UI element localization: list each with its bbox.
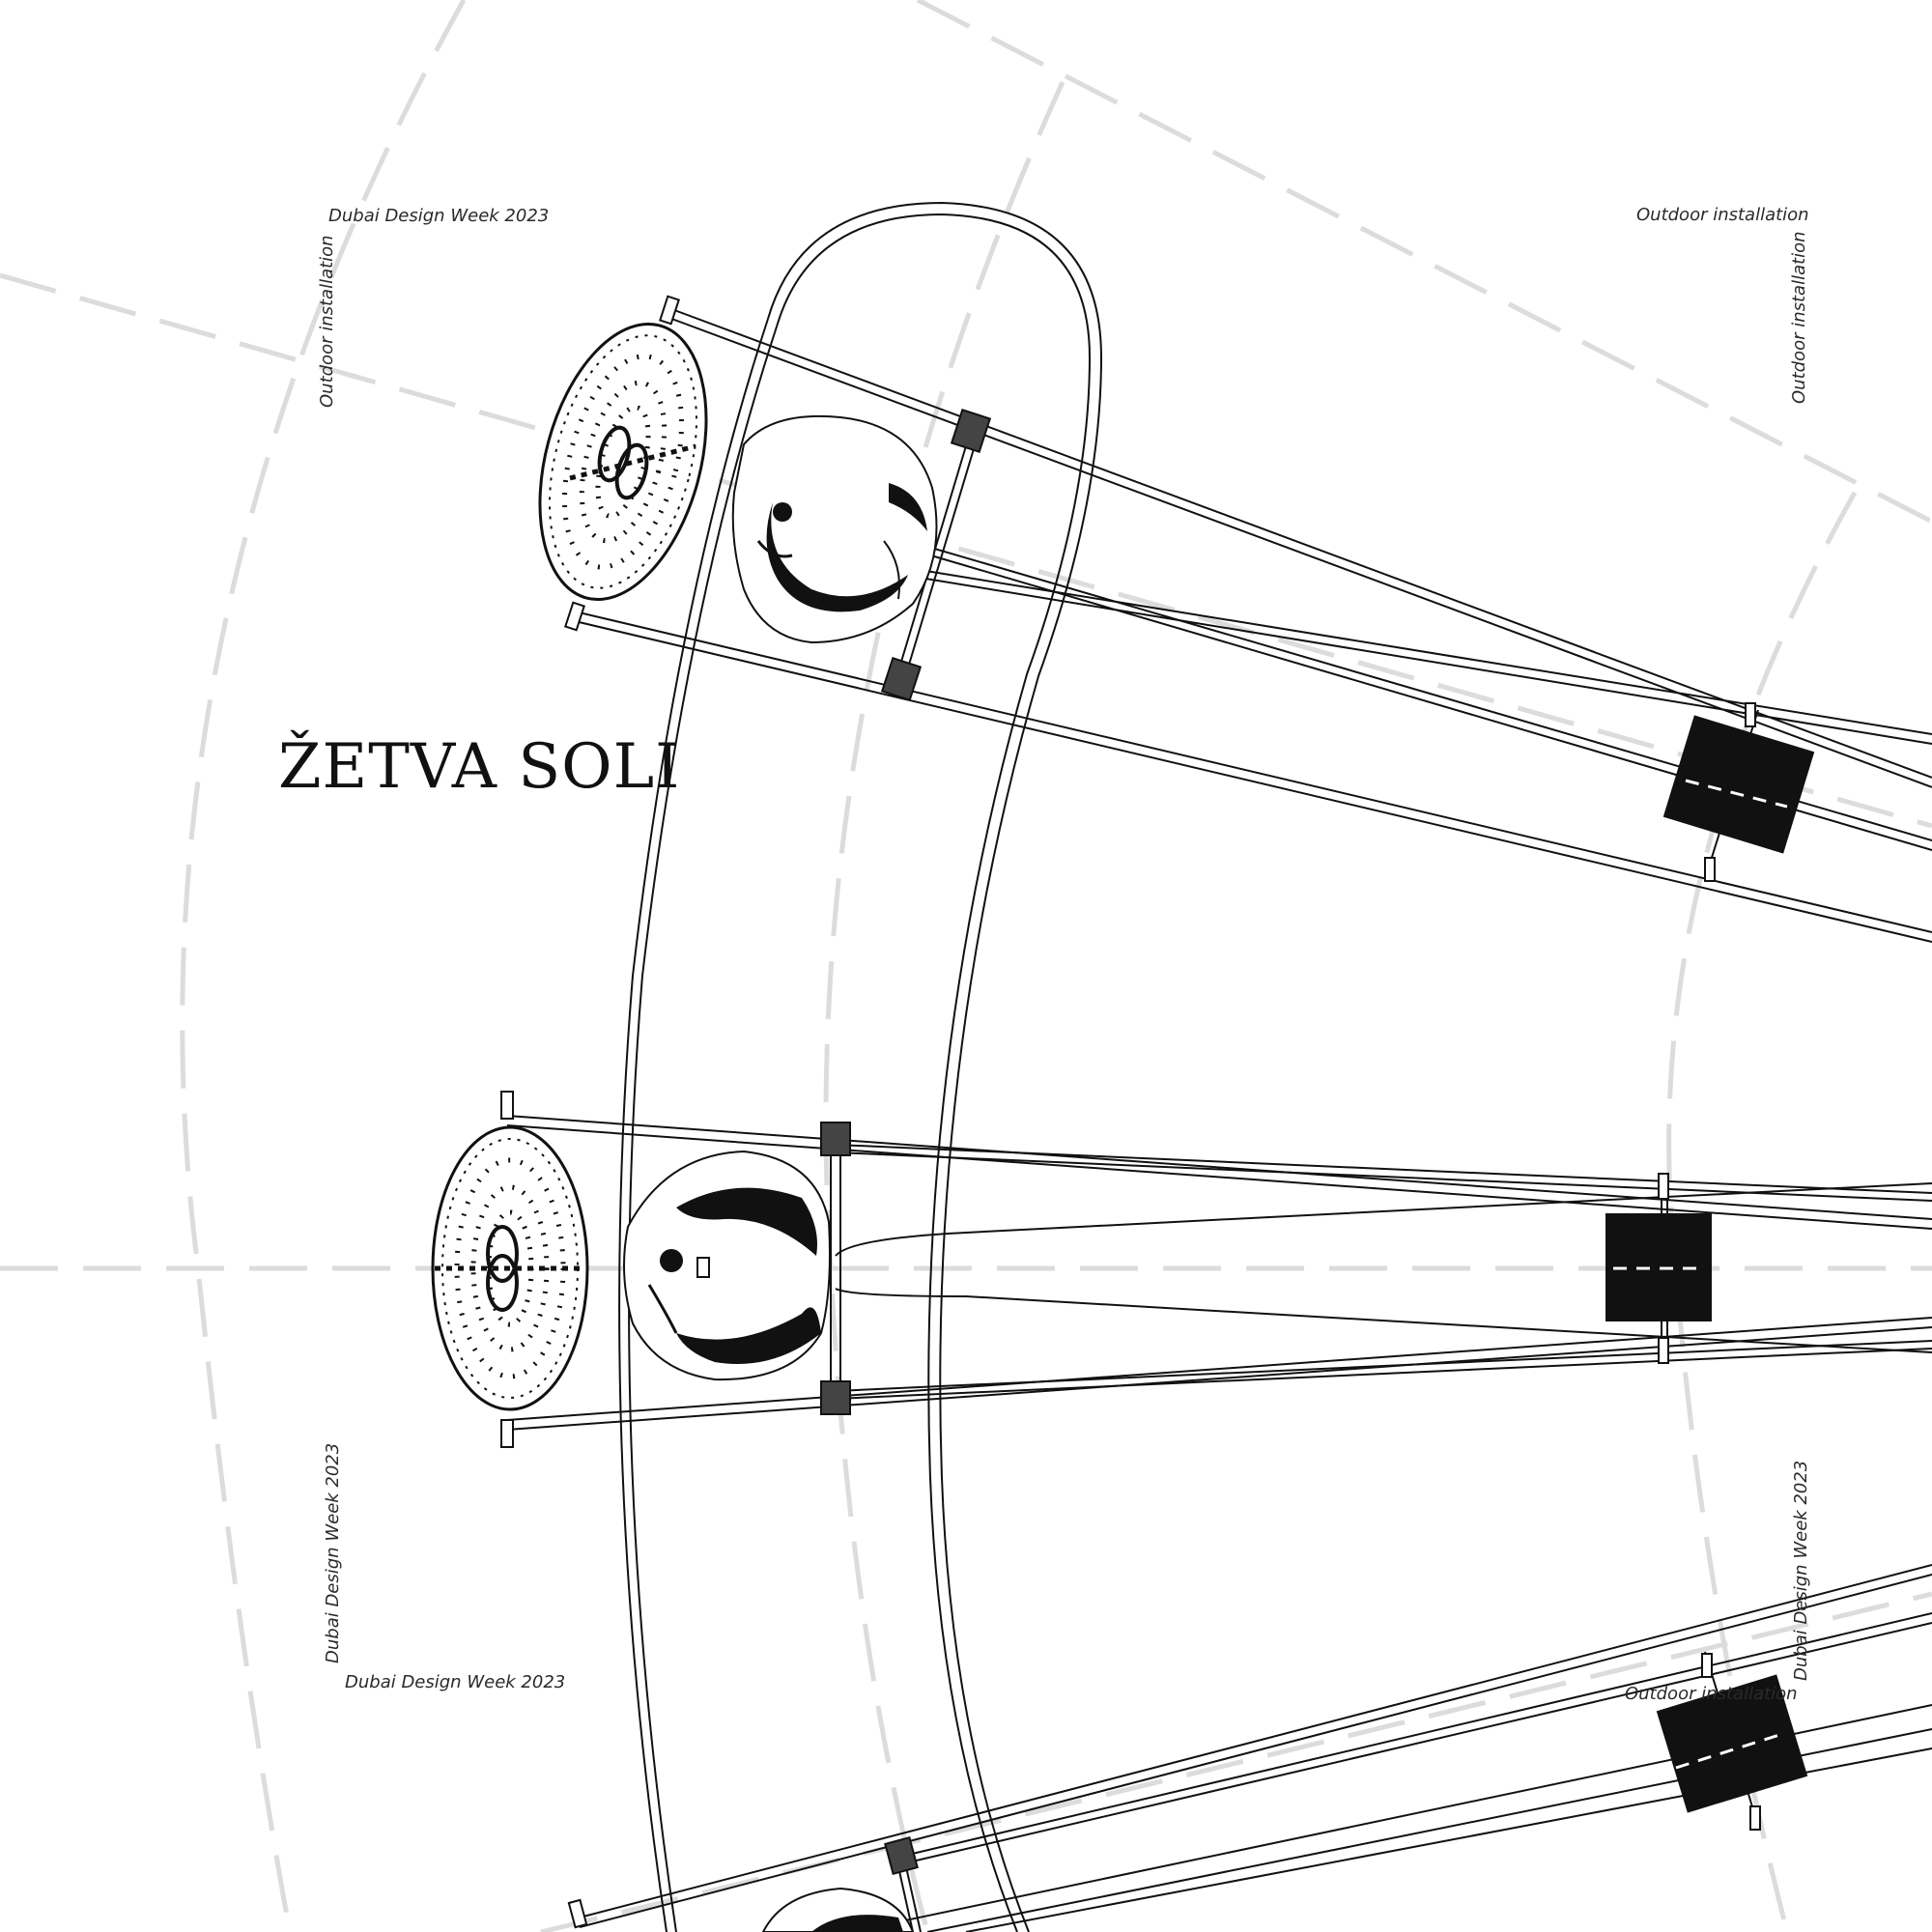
frame-inner-rod (628, 213, 1092, 1932)
bottom-clamps (567, 1835, 919, 1929)
middle-perforated-dish (431, 1125, 589, 1411)
top-solar-panel (1662, 702, 1815, 882)
middle-clamps (500, 1091, 851, 1448)
bottom-collector-unit (567, 1564, 1932, 1932)
main-frame (618, 201, 1103, 1932)
middle-arc-guide (823, 80, 1065, 1932)
label-top-left-vertical: Outdoor installation (317, 235, 337, 408)
project-title: ŽETVA SOLI (278, 731, 681, 803)
middle-salt-rock (623, 1150, 831, 1381)
radial-guide-top (916, 0, 1932, 525)
frame-outer-rod (618, 201, 1103, 1932)
label-bottom-right-vertical: Dubai Design Week 2023 (1791, 1460, 1811, 1681)
radial-guide-upper (0, 272, 1932, 829)
label-top-left-horizontal: Dubai Design Week 2023 (328, 206, 550, 226)
label-top-right-horizontal: Outdoor installation (1636, 205, 1809, 225)
top-collector-unit (538, 295, 1932, 943)
label-bottom-left-horizontal: Dubai Design Week 2023 (345, 1672, 566, 1692)
middle-solar-panel (1605, 1173, 1712, 1364)
radial-guide-lower (540, 1591, 1932, 1932)
label-bottom-left-vertical: Dubai Design Week 2023 (323, 1442, 343, 1663)
middle-collector-unit (431, 1091, 1932, 1448)
label-bottom-right-horizontal: Outdoor installation (1625, 1684, 1798, 1704)
top-perforated-dish (538, 322, 708, 602)
top-salt-rock (731, 414, 938, 644)
bottom-solar-panel (1656, 1653, 1808, 1831)
outer-arc-guide (180, 0, 467, 1932)
label-top-right-vertical: Outdoor installation (1789, 231, 1809, 404)
top-clamps (564, 295, 992, 702)
bottom-salt-rock (761, 1887, 915, 1932)
